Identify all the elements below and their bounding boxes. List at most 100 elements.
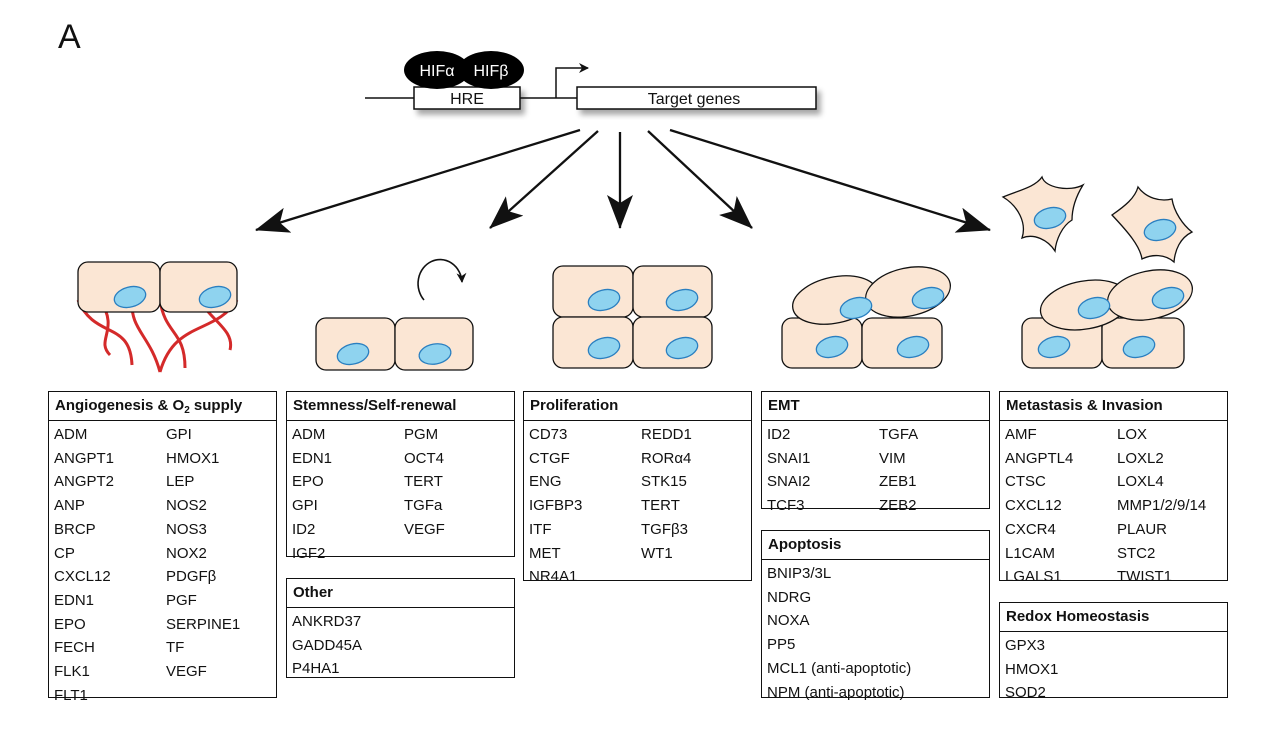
stemness-illustration: [315, 258, 474, 371]
gene-name: GPI: [292, 497, 318, 515]
gene-name: ANGPT1: [54, 449, 115, 467]
arrow-emt: [647, 130, 753, 229]
gene-name: MCL1 (anti-apoptotic): [767, 659, 912, 677]
gene-name: NOXA: [767, 612, 810, 630]
gene-name: LOXL2: [1117, 449, 1164, 467]
gene-name: WT1: [641, 544, 673, 562]
gene-name: VEGF: [166, 663, 207, 681]
nucleus: [1151, 286, 1185, 310]
gene-name: ID2: [767, 426, 791, 443]
gene-name: FLT1: [54, 686, 88, 704]
gene-name: HMOX1: [1005, 660, 1059, 678]
cell: [159, 261, 238, 313]
gene-name: TF: [166, 639, 185, 657]
gene-name: MET: [529, 544, 561, 562]
box-title: Apoptosis: [762, 531, 989, 560]
emt-illustration: [781, 266, 952, 369]
box-title: Redox Homeostasis: [1000, 603, 1227, 632]
gene-name: TCF3: [767, 497, 805, 515]
gene-name: PLAUR: [1117, 520, 1168, 538]
blood-vessels: [76, 299, 239, 373]
gene-name: SERPINE1: [166, 615, 241, 633]
self-renewal-loop: [417, 258, 467, 301]
gene-name: MMP1/2/9/14: [1117, 497, 1207, 515]
nucleus: [1077, 296, 1111, 320]
target-genes-box: [576, 86, 817, 110]
gene-name: OCT4: [404, 449, 445, 467]
gene-name: NOS2: [166, 497, 207, 515]
nucleus: [665, 336, 699, 360]
gene-name: GPI: [166, 426, 192, 443]
hif-beta-label: HIFβ: [474, 63, 509, 80]
gene-name: CTSC: [1005, 473, 1046, 491]
gene-name: STC2: [1117, 544, 1156, 562]
nucleus: [587, 288, 621, 312]
hif-beta-oval: [458, 51, 524, 89]
gene-name: ADM: [54, 426, 88, 443]
gene-name: REDD1: [641, 426, 692, 443]
arrow-metastasis: [669, 128, 991, 233]
gene-name: IGFBP3: [529, 497, 583, 515]
box-title: EMT: [762, 392, 989, 421]
gene-name: EDN1: [54, 591, 95, 609]
gene-name: VEGF: [404, 520, 445, 538]
angiogenesis-illustration: [76, 261, 239, 373]
gene-name: ANKRD37: [292, 613, 362, 630]
arrow-angiogenesis: [255, 128, 581, 233]
box-title: Metastasis & Invasion: [1000, 392, 1227, 421]
nucleus: [587, 336, 621, 360]
gene-name: NOS3: [166, 520, 207, 538]
hre-element: [413, 86, 521, 110]
arrow-stemness: [489, 130, 599, 229]
gene-name: CTGF: [529, 449, 570, 467]
gene-name: GADD45A: [292, 636, 363, 654]
title-text-end: supply: [189, 397, 243, 414]
hif-alpha-label: HIFα: [419, 63, 454, 80]
gene-name: CXCR4: [1005, 520, 1056, 538]
gene-name: CP: [54, 544, 75, 562]
gene-name: TGFA: [879, 426, 919, 443]
gene-name: CD73: [529, 426, 568, 443]
gene-name: EPO: [292, 473, 324, 491]
gene-name: ANGPTL4: [1005, 449, 1074, 467]
gene-name: P4HA1: [292, 660, 340, 678]
gene-name: FLK1: [54, 663, 90, 681]
transcription-start-arrow: [555, 63, 589, 98]
gene-name: AMF: [1005, 426, 1037, 443]
gene-name: ANGPT2: [54, 473, 115, 491]
hif-alpha-oval: [404, 51, 470, 89]
box-title: Stemness/Self-renewal: [287, 392, 514, 421]
gene-name: SOD2: [1005, 684, 1046, 702]
box-title: Angiogenesis & O2 supply: [49, 392, 276, 421]
gene-name: ZEB2: [879, 497, 917, 515]
nucleus: [113, 285, 147, 309]
gene-name: VIM: [879, 449, 906, 467]
gene-name: TERT: [404, 473, 443, 491]
nucleus: [336, 342, 370, 366]
gene-name: FECH: [54, 639, 95, 657]
promoter-construct: HIFα HIFβ HRE Target genes: [365, 51, 817, 110]
gene-name: RORα4: [641, 449, 692, 467]
gene-name: SNAI2: [767, 473, 811, 491]
gene-name: SNAI1: [767, 449, 811, 467]
nucleus: [1143, 218, 1177, 242]
effect-arrows: [255, 128, 991, 233]
gene-name: BRCP: [54, 520, 96, 538]
gene-name: HMOX1: [166, 449, 220, 467]
nucleus: [911, 286, 945, 310]
